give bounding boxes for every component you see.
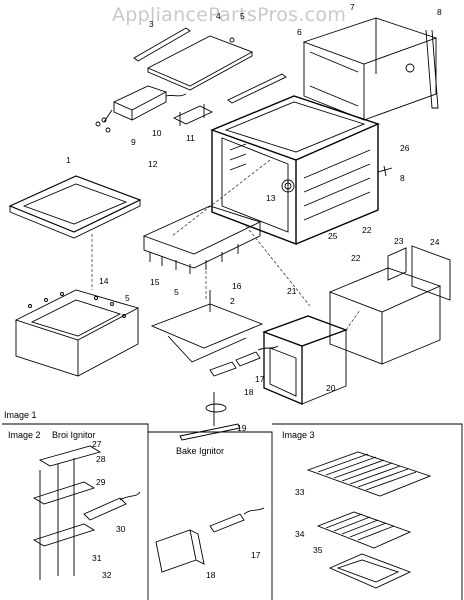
- callout-34: 34: [295, 529, 305, 539]
- part-front-frame: [262, 315, 348, 405]
- part-screw-26: [377, 165, 393, 177]
- part-outer-cabinet: [302, 17, 439, 121]
- callout-5c: 5: [174, 287, 179, 297]
- panel-label-image1: Image 1: [4, 410, 37, 420]
- callout-25: 25: [328, 231, 338, 241]
- image2-parts: [32, 445, 141, 580]
- callout-4: 4: [216, 11, 221, 21]
- part-oven-liner: [210, 95, 380, 246]
- part-bar: [179, 392, 241, 441]
- watermark: AppliancePartsPros.com: [112, 4, 347, 26]
- panel-label-bake-ignitor: Bake Ignitor: [176, 446, 225, 456]
- callout-13: 13: [266, 193, 276, 203]
- part-top-panel: [146, 35, 254, 91]
- callout-35: 35: [313, 545, 323, 555]
- part-base-pan: [14, 289, 140, 377]
- callout-1: 1: [66, 155, 71, 165]
- callout-19: 19: [237, 423, 247, 433]
- callout-17a: 17: [255, 374, 265, 384]
- part-inner-bottom: [142, 205, 262, 274]
- callout-23: 23: [394, 236, 404, 246]
- callout-8: 8: [437, 7, 442, 17]
- bake-ignitor-parts: [155, 507, 265, 573]
- callout-31: 31: [92, 553, 102, 563]
- callout-20: 20: [326, 383, 336, 393]
- panel-label-broil-ignitor: Broi Ignitor: [52, 430, 96, 440]
- callout-11: 11: [186, 133, 195, 143]
- callout-17b: 17: [251, 550, 261, 560]
- part-screws: [95, 109, 113, 133]
- callout-14: 14: [99, 276, 109, 286]
- image3-parts: [306, 451, 432, 589]
- callout-32: 32: [102, 570, 112, 580]
- part-rod: [133, 27, 191, 62]
- callout-2: 2: [230, 296, 235, 306]
- callout-33: 33: [295, 487, 305, 497]
- part-rear-frame: [328, 245, 451, 365]
- callout-18a: 18: [244, 387, 254, 397]
- callout-16: 16: [232, 281, 242, 291]
- callout-5: 5: [240, 11, 245, 21]
- callout-5b: 5: [125, 293, 130, 303]
- panel-label-image2: Image 2: [8, 430, 41, 440]
- callout-12: 12: [148, 159, 158, 169]
- leader-lines: [91, 159, 361, 331]
- part-broil-plate: [150, 290, 264, 363]
- callout-15: 15: [150, 277, 160, 287]
- callout-7: 7: [350, 2, 355, 12]
- callout-10: 10: [152, 128, 162, 138]
- callout-3: 3: [149, 19, 154, 29]
- callout-18b: 18: [206, 570, 216, 580]
- callout-8b: 8: [400, 173, 405, 183]
- callout-30: 30: [116, 524, 126, 534]
- panel-borders: [2, 423, 463, 600]
- callout-26: 26: [400, 143, 410, 153]
- panel-label-image3: Image 3: [282, 430, 315, 440]
- callout-22a: 22: [362, 225, 372, 235]
- callout-9: 9: [131, 137, 136, 147]
- callout-29: 29: [96, 477, 106, 487]
- callout-28: 28: [96, 454, 106, 464]
- part-bracket: [172, 104, 214, 126]
- callout-27: 27: [92, 439, 102, 449]
- part-bake-ignitor-small: [209, 345, 279, 377]
- callout-6: 6: [297, 27, 302, 37]
- callout-24: 24: [430, 237, 440, 247]
- part-ignitor: [112, 85, 187, 121]
- part-rod-2: [227, 73, 287, 104]
- callout-21: 21: [287, 286, 297, 296]
- callout-22b: 22: [351, 253, 361, 263]
- part-bottom-panel: [8, 175, 142, 239]
